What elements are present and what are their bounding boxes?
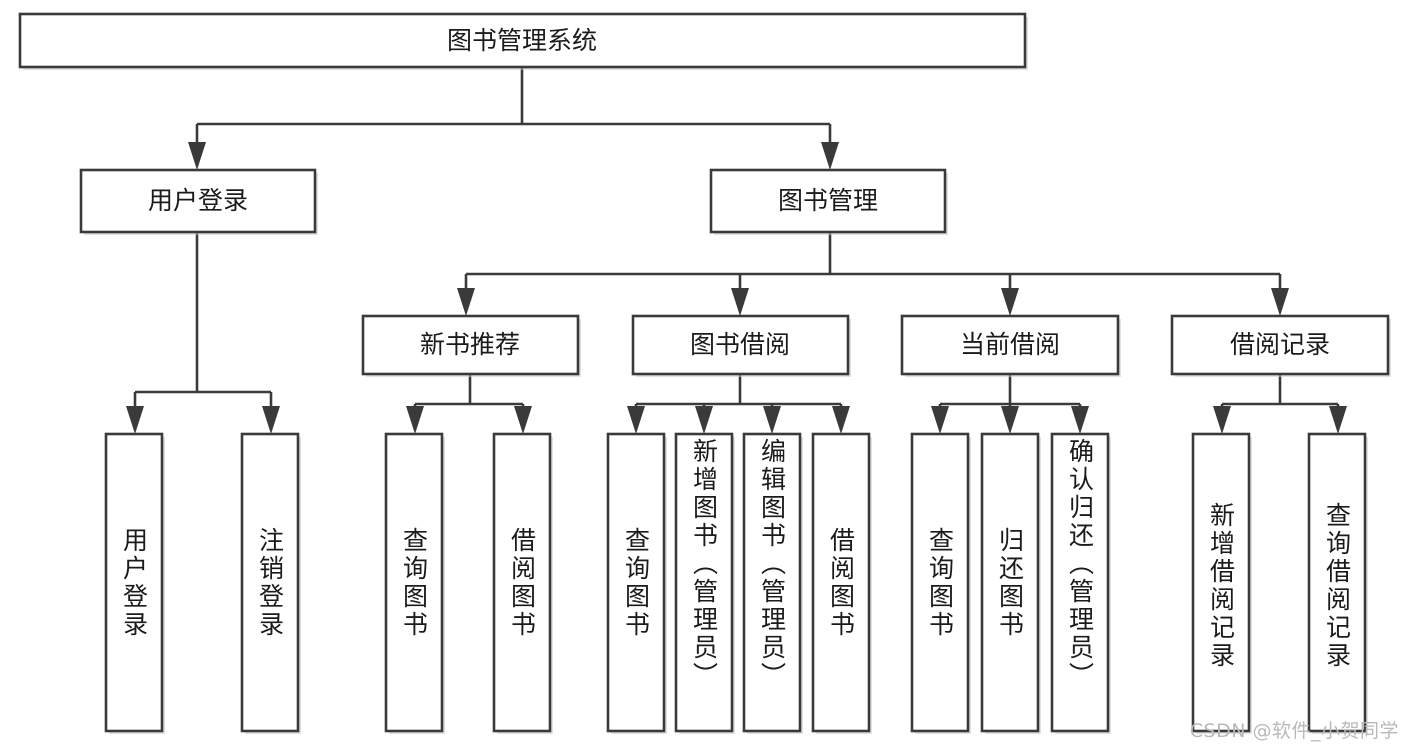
arrow-head-book-borrow: [731, 288, 749, 316]
leaf-current-borrow-1[interactable]: [910, 432, 971, 734]
node-user-login-box: [79, 168, 317, 234]
leaf-current-borrow-3-box: [1050, 432, 1110, 733]
arrow-head-new-book: [457, 288, 475, 316]
node-root-box: [18, 12, 1027, 69]
node-borrow-record-label: 借阅记录: [1230, 330, 1330, 359]
arrow-head-current-borrow-leaf1: [931, 406, 949, 434]
node-book-borrow-box: [631, 314, 850, 376]
leaf-new-book-1[interactable]: [384, 432, 445, 734]
arrow-head-borrow-record: [1271, 288, 1289, 316]
leaf-user-login-1-box: [104, 432, 164, 733]
node-new-book-recommend-label: 新书推荐: [420, 330, 520, 359]
node-current-borrow[interactable]: 当前借阅: [900, 314, 1121, 377]
node-book-borrow[interactable]: 图书借阅: [631, 314, 851, 377]
leaf-book-borrow-3[interactable]: [742, 432, 803, 734]
arrow-head-new-book-leaf2: [514, 406, 532, 434]
arrow-head-current-borrow-leaf3: [1071, 406, 1089, 434]
leaf-user-login-2-box: [240, 432, 300, 733]
leaf-new-book-2-box: [492, 432, 552, 733]
leaf-user-login-2[interactable]: [240, 432, 301, 734]
node-new-book-recommend-box: [361, 314, 580, 376]
node-root[interactable]: 图书管理系统: [18, 12, 1028, 70]
leaf-current-borrow-3[interactable]: [1050, 432, 1111, 734]
leaf-user-login-1[interactable]: [104, 432, 165, 734]
node-book-management-box: [709, 168, 947, 234]
node-borrow-record-box: [1170, 314, 1390, 376]
arrow-head-book-mgmt: [821, 142, 839, 170]
arrow-head-user-login-leaf1: [126, 406, 144, 434]
node-book-borrow-label: 图书借阅: [690, 330, 790, 359]
node-user-login[interactable]: 用户登录: [79, 168, 318, 235]
leaf-book-borrow-1[interactable]: [606, 432, 667, 734]
leaf-new-book-2[interactable]: [492, 432, 553, 734]
node-borrow-record[interactable]: 借阅记录: [1170, 314, 1391, 377]
leaf-borrow-record-1[interactable]: [1191, 432, 1252, 734]
leaf-borrow-record-1-box: [1191, 432, 1251, 733]
arrow-head-user-login-leaf2: [262, 406, 280, 434]
arrow-head-new-book-leaf1: [406, 406, 424, 434]
leaf-current-borrow-1-box: [910, 432, 970, 733]
leaf-borrow-record-2-box: [1307, 432, 1367, 733]
leaf-new-book-1-box: [384, 432, 444, 733]
leaf-book-borrow-2-box: [674, 432, 734, 733]
arrow-head-borrow-record-leaf2: [1329, 406, 1347, 434]
leaf-current-borrow-2[interactable]: [980, 432, 1041, 734]
leaf-book-borrow-4[interactable]: [811, 432, 872, 734]
watermark-text: CSDN @软件_小贺同学: [1189, 720, 1399, 742]
leaf-current-borrow-2-box: [980, 432, 1040, 733]
node-root-label: 图书管理系统: [447, 26, 597, 55]
leaf-book-borrow-4-box: [811, 432, 871, 733]
arrow-head-book-borrow-leaf4: [832, 406, 850, 434]
arrow-head-user-login: [188, 142, 206, 170]
node-current-borrow-box: [900, 314, 1120, 376]
node-book-management[interactable]: 图书管理: [709, 168, 948, 235]
leaf-book-borrow-2[interactable]: [674, 432, 735, 734]
arrow-head-borrow-record-leaf1: [1213, 406, 1231, 434]
arrow-head-book-borrow-leaf1: [627, 406, 645, 434]
node-user-login-label: 用户登录: [148, 186, 248, 215]
node-layer: 图书管理系统 用户登录 图书管理 新书推荐: [18, 12, 1391, 734]
node-new-book-recommend[interactable]: 新书推荐: [361, 314, 581, 377]
arrow-head-current-borrow-leaf2: [1001, 406, 1019, 434]
node-current-borrow-label: 当前借阅: [960, 330, 1060, 359]
leaf-book-borrow-3-box: [742, 432, 802, 733]
leaf-book-borrow-1-box: [606, 432, 666, 733]
arrow-head-current-borrow: [1001, 288, 1019, 316]
leaf-borrow-record-2[interactable]: [1307, 432, 1368, 734]
connector-layer: [126, 67, 1347, 434]
arrow-head-book-borrow-leaf2: [695, 406, 713, 434]
node-book-management-label: 图书管理: [778, 186, 878, 215]
arrow-head-book-borrow-leaf3: [763, 406, 781, 434]
